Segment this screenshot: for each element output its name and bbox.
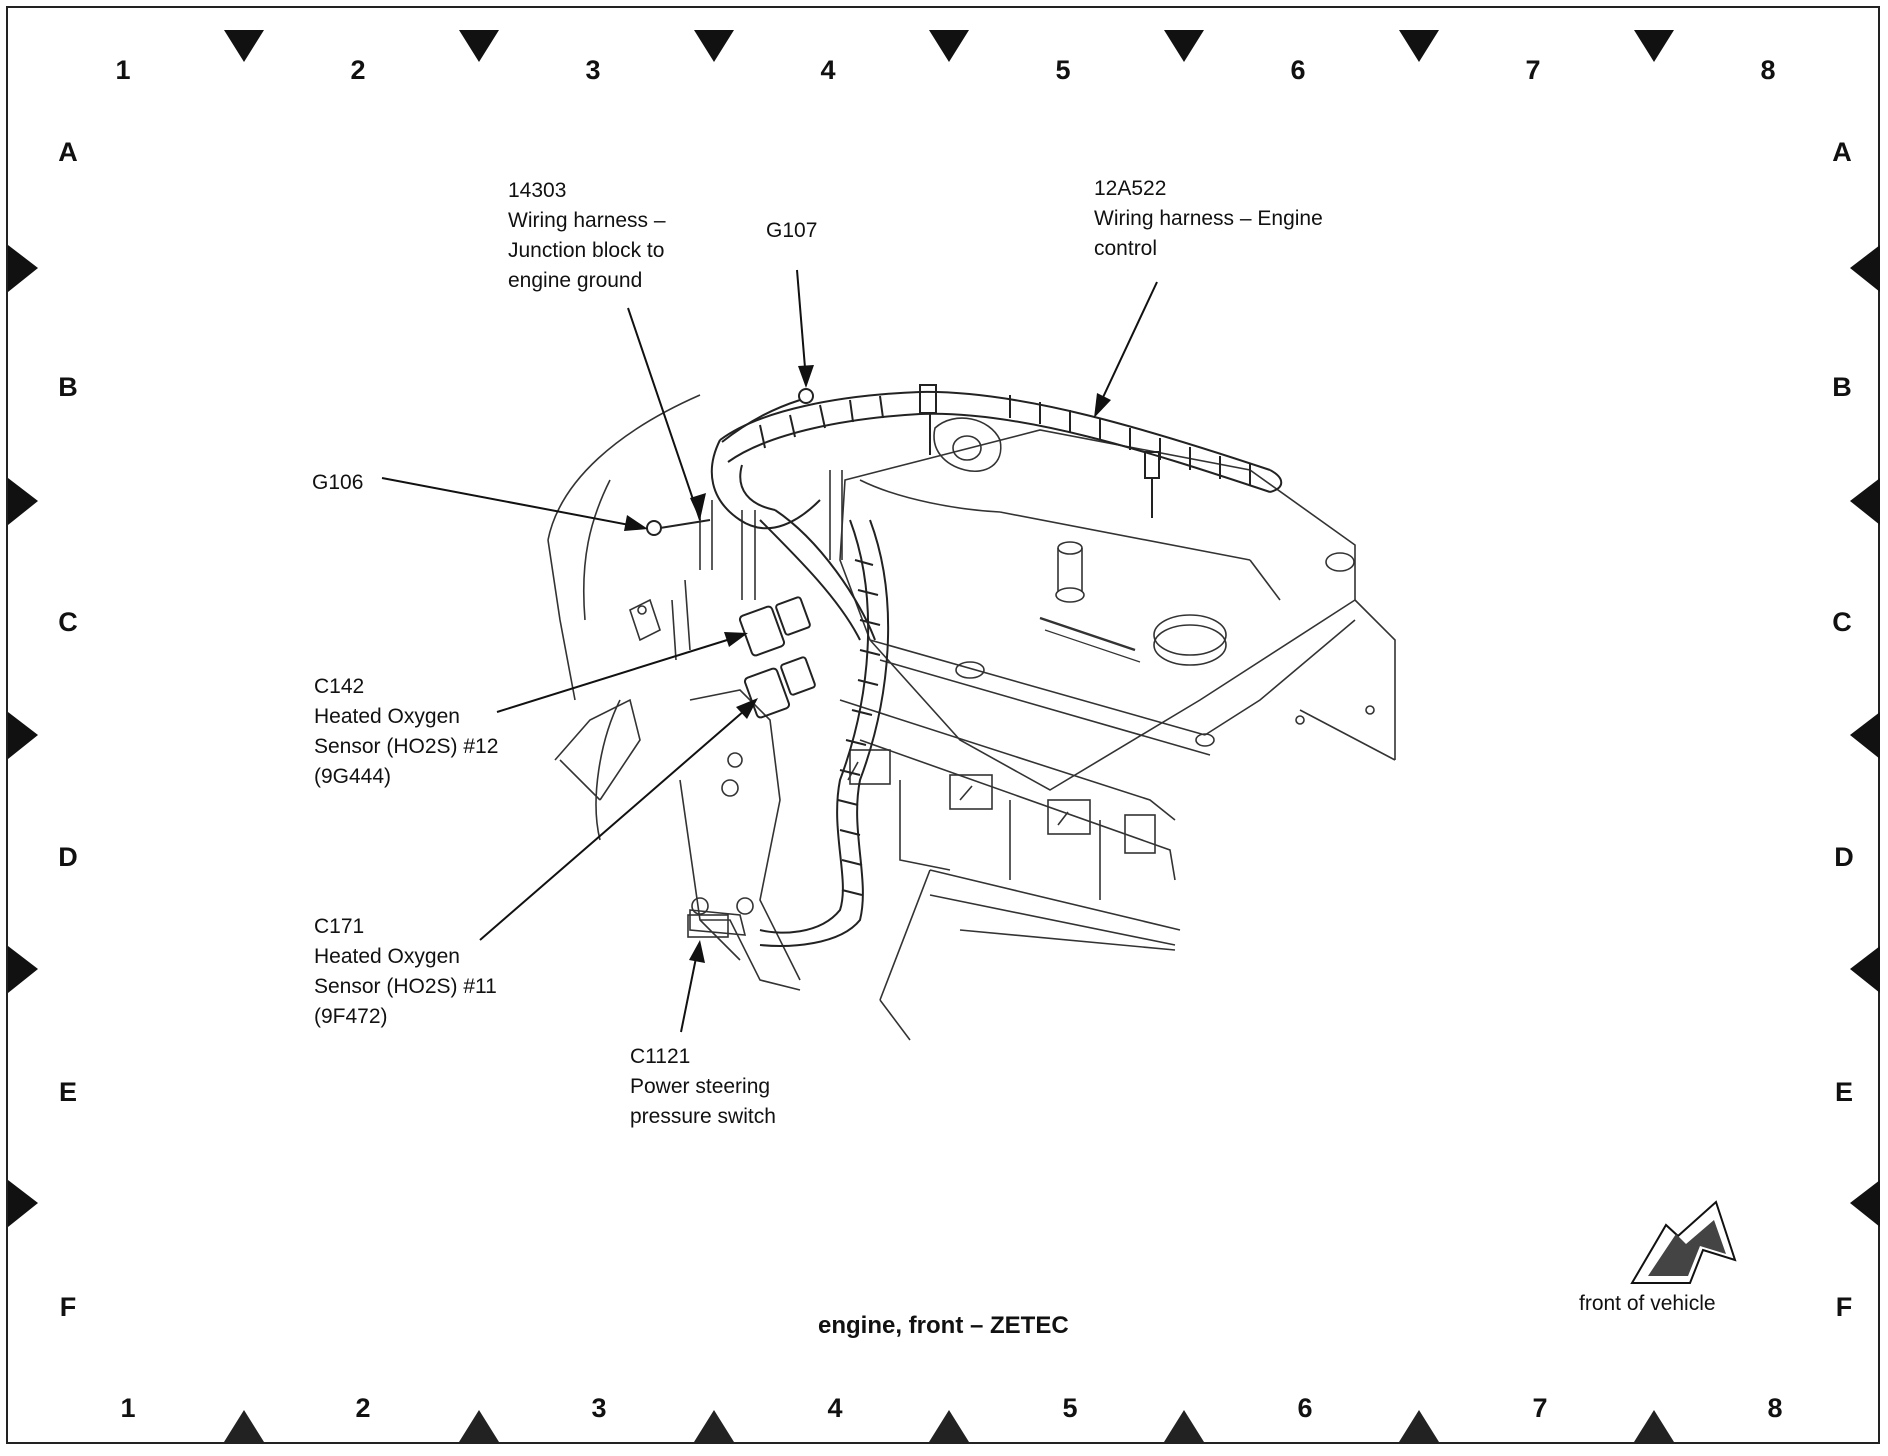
callout-leader-lines xyxy=(381,269,1158,1033)
grid-row-right-f: F xyxy=(1835,1292,1853,1322)
grid-row-left-f: F xyxy=(59,1292,77,1322)
grid-col-bottom-7: 7 xyxy=(1532,1393,1548,1423)
callout-c142-line-1: Heated Oxygen xyxy=(314,705,460,728)
callout-c171-line-2: Sensor (HO2S) #11 xyxy=(314,975,497,998)
callout-12a522-code: 12A522 xyxy=(1094,177,1167,200)
front-of-vehicle-arrow-icon xyxy=(1630,1200,1737,1284)
grid-col-top-2: 2 xyxy=(350,55,366,85)
grid-col-bottom-3: 3 xyxy=(591,1393,607,1423)
grid-col-top-6: 6 xyxy=(1290,55,1306,85)
bottom-grid-markers xyxy=(224,1410,1674,1442)
callout-12a522-line-2: control xyxy=(1094,237,1158,260)
grid-col-bottom-1: 1 xyxy=(120,1393,136,1423)
grid-col-bottom-4: 4 xyxy=(827,1393,843,1423)
grid-row-right-c: C xyxy=(1832,607,1852,637)
callout-c171-line-3: (9F472) xyxy=(314,1005,388,1028)
callout-14303-line-1: Wiring harness – xyxy=(508,209,666,232)
callout-12a522: 12A522 Wiring harness – Engine control xyxy=(1094,174,1323,264)
callout-c142-line-2: Sensor (HO2S) #12 xyxy=(314,735,499,758)
front-of-vehicle-label: front of vehicle xyxy=(1579,1292,1716,1315)
callout-g106-code: G106 xyxy=(312,471,364,494)
callout-g107-code: G107 xyxy=(766,219,818,242)
grid-row-left-d: D xyxy=(58,842,78,872)
grid-col-top-3: 3 xyxy=(585,55,601,85)
left-grid-markers xyxy=(8,245,38,1227)
grid-col-top-5: 5 xyxy=(1055,55,1071,85)
grid-row-left-a: A xyxy=(58,137,78,167)
grid-col-top-4: 4 xyxy=(820,55,836,85)
callout-c171: C171 Heated Oxygen Sensor (HO2S) #11 (9F… xyxy=(314,912,497,1032)
callout-14303: 14303 Wiring harness – Junction block to… xyxy=(508,176,666,296)
grid-row-right-d: D xyxy=(1834,842,1854,872)
grid-col-top-1: 1 xyxy=(115,55,131,85)
grid-col-bottom-5: 5 xyxy=(1062,1393,1078,1423)
callout-12a522-line-1: Wiring harness – Engine xyxy=(1094,207,1323,230)
callout-g106: G106 xyxy=(312,468,363,498)
right-grid-markers xyxy=(1850,245,1880,1227)
callout-14303-line-3: engine ground xyxy=(508,269,643,292)
grid-col-bottom-2: 2 xyxy=(355,1393,371,1423)
grid-row-right-a: A xyxy=(1832,137,1852,167)
diagram-caption: engine, front – ZETEC xyxy=(818,1312,1069,1339)
callout-c142-line-3: (9G444) xyxy=(314,765,392,788)
grid-row-right-b: B xyxy=(1832,372,1852,402)
callout-c142: C142 Heated Oxygen Sensor (HO2S) #12 (9G… xyxy=(314,672,498,792)
grid-row-left-b: B xyxy=(58,372,78,402)
callout-14303-line-2: Junction block to xyxy=(508,239,665,262)
grid-col-bottom-6: 6 xyxy=(1297,1393,1313,1423)
callout-c171-code: C171 xyxy=(314,915,365,938)
callout-c142-code: C142 xyxy=(314,675,365,698)
grid-row-left-c: C xyxy=(58,607,78,637)
callout-c1121-code: C1121 xyxy=(630,1045,691,1068)
callout-c1121: C1121 Power steering pressure switch xyxy=(630,1042,776,1132)
callout-14303-code: 14303 xyxy=(508,179,567,202)
callout-c171-line-1: Heated Oxygen xyxy=(314,945,460,968)
sheet-border xyxy=(6,6,1880,1444)
grid-col-top-8: 8 xyxy=(1760,55,1776,85)
top-grid-markers xyxy=(224,30,1674,62)
grid-row-left-e: E xyxy=(58,1077,77,1107)
engine-outline xyxy=(547,394,1396,1041)
wiring-harness-engine-control xyxy=(646,384,1283,947)
grid-col-bottom-8: 8 xyxy=(1767,1393,1783,1423)
grid-row-right-e: E xyxy=(1834,1077,1853,1107)
callout-c1121-line-2: pressure switch xyxy=(630,1105,776,1128)
callout-c1121-line-1: Power steering xyxy=(630,1075,771,1098)
callout-g107: G107 xyxy=(766,216,817,246)
grid-col-top-7: 7 xyxy=(1525,55,1541,85)
